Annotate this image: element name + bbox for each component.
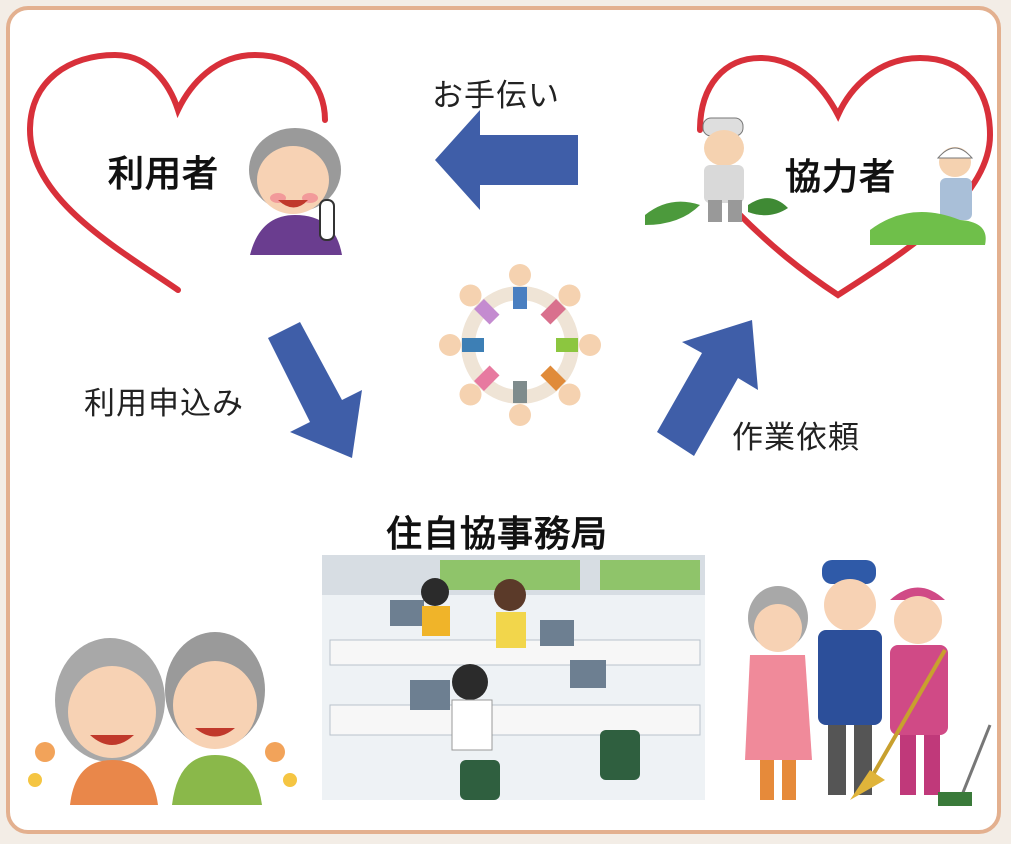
office-illustration	[322, 555, 705, 800]
office-label: 住自協事務局	[386, 514, 609, 555]
elderly-group-illustration	[745, 560, 992, 806]
people-circle	[439, 264, 601, 426]
user-heart	[26, 51, 328, 293]
helper-heart	[697, 54, 994, 299]
user-label: 利用者	[108, 154, 220, 195]
helper-illustration	[645, 117, 986, 245]
help-label: お手伝い	[432, 78, 560, 114]
elderly-couple-illustration	[28, 632, 297, 805]
request-label: 作業依頼	[732, 420, 860, 456]
user-illustration	[249, 128, 342, 255]
help-arrow	[435, 110, 578, 210]
apply-arrow	[268, 322, 362, 458]
request-arrow	[657, 320, 758, 456]
helper-label: 協力者	[785, 157, 897, 198]
apply-label: 利用申込み	[84, 386, 244, 422]
